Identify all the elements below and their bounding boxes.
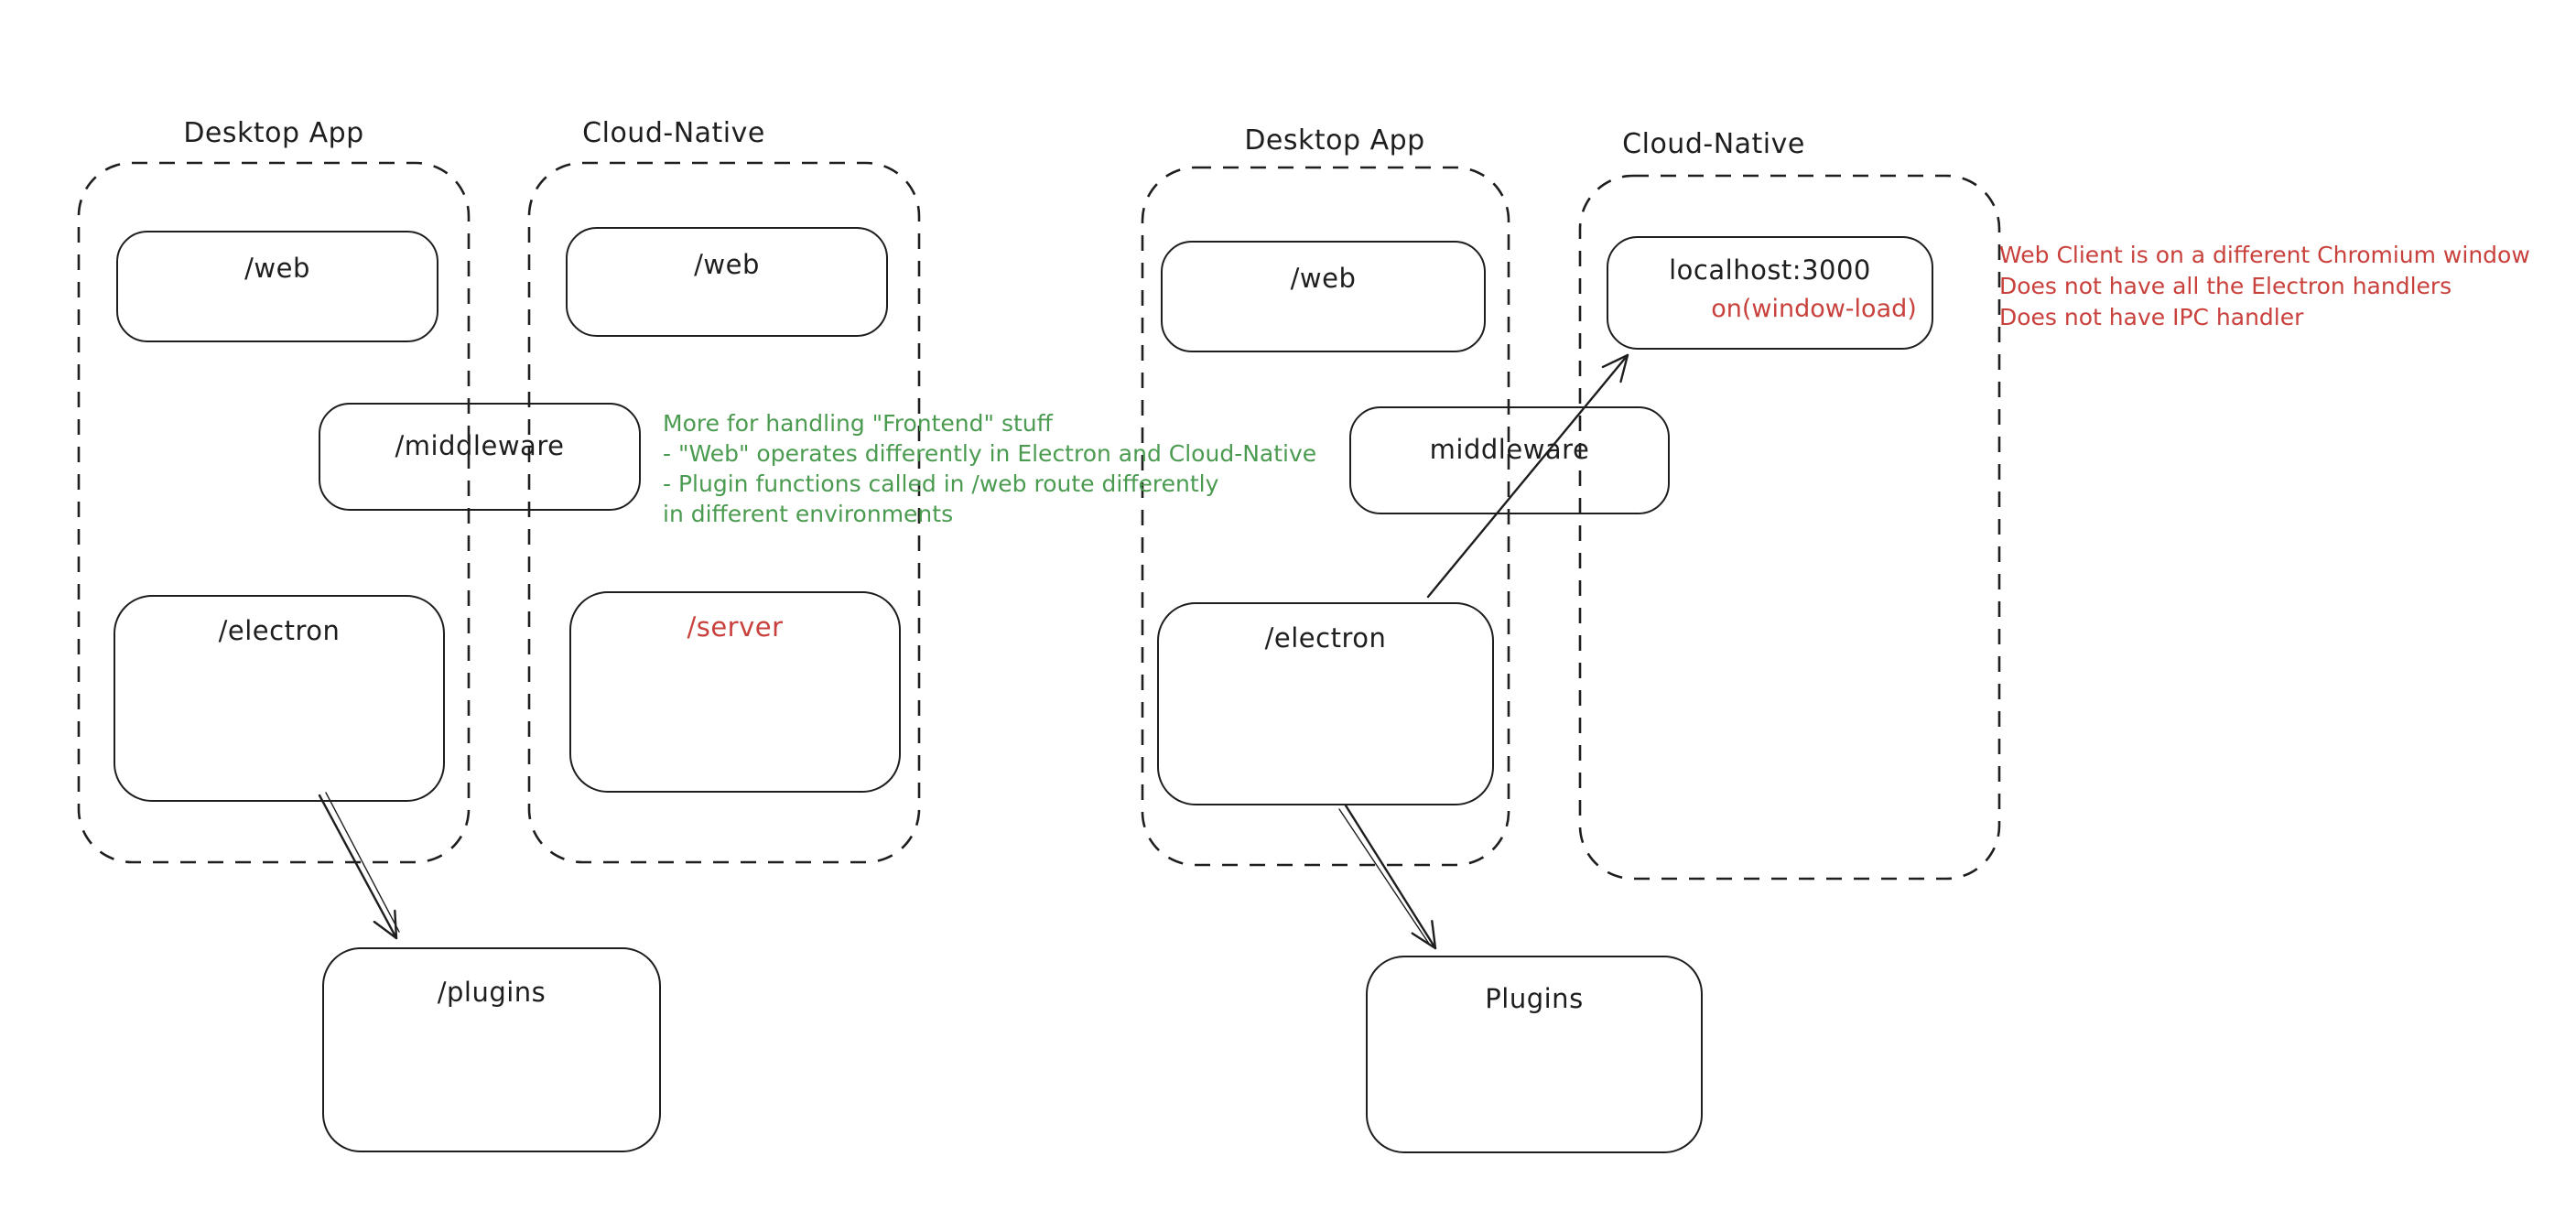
note-green-line-3: - Plugin functions called in /web route … [663,470,1219,497]
container-desktop-app-left[interactable] [77,161,471,864]
box-middleware-left[interactable]: /middleware [319,403,641,511]
box-plugins-left-label: /plugins [437,977,547,1008]
note-green-line-2: - "Web" operates differently in Electron… [663,440,1317,467]
label-cloud-native-right[interactable]: Cloud-Native [1622,128,1805,160]
container-cloud-native-right[interactable] [1578,174,2001,881]
box-electron-left[interactable]: /electron [114,595,445,802]
arrow-electron-to-plugins-left[interactable] [318,792,400,940]
arrow-electron-to-plugins-right[interactable] [1338,804,1437,950]
box-electron-right[interactable]: /electron [1157,602,1494,805]
box-server-label: /server [687,611,784,643]
box-web-cloud-left-label: /web [694,249,760,280]
note-green-frontend[interactable]: More for handling "Frontend" stuff - "We… [663,408,1316,529]
box-electron-left-label: /electron [218,615,341,646]
box-localhost-3000[interactable]: localhost:3000 on(window-load) [1607,236,1933,350]
box-plugins-right[interactable]: Plugins [1366,956,1703,1153]
on-window-load-label: on(window-load) [1711,295,1917,323]
note-red-line-2: Does not have all the Electron handlers [1999,273,2452,299]
note-red-web-client[interactable]: Web Client is on a different Chromium wi… [1999,240,2530,333]
note-green-line-4: in different environments [663,501,954,527]
box-web-right-label: /web [1290,263,1357,294]
box-web-cloud-left[interactable]: /web [566,227,888,337]
arrow-electron-to-localhost[interactable] [1426,353,1629,599]
note-red-line-1: Web Client is on a different Chromium wi… [1999,242,2530,268]
box-server[interactable]: /server [569,591,901,793]
box-web-desktop-left[interactable]: /web [116,231,438,342]
box-localhost-3000-label: localhost:3000 [1669,254,1871,286]
note-red-line-3: Does not have IPC handler [1999,304,2304,330]
box-web-right[interactable]: /web [1161,241,1486,352]
label-desktop-app-left[interactable]: Desktop App [183,117,364,149]
box-middleware-right[interactable]: middleware [1349,406,1670,514]
box-middleware-right-label: middleware [1429,434,1590,465]
box-electron-right-label: /electron [1264,622,1387,654]
label-desktop-app-right[interactable]: Desktop App [1244,124,1425,157]
container-desktop-app-right[interactable] [1141,166,1510,867]
note-green-line-1: More for handling "Frontend" stuff [663,410,1053,437]
box-plugins-right-label: Plugins [1485,983,1584,1014]
label-cloud-native-left[interactable]: Cloud-Native [582,117,765,149]
box-middleware-left-label: /middleware [395,430,565,461]
box-web-desktop-left-label: /web [244,253,310,284]
box-plugins-left[interactable]: /plugins [322,947,661,1152]
container-cloud-native-left[interactable] [527,161,921,864]
